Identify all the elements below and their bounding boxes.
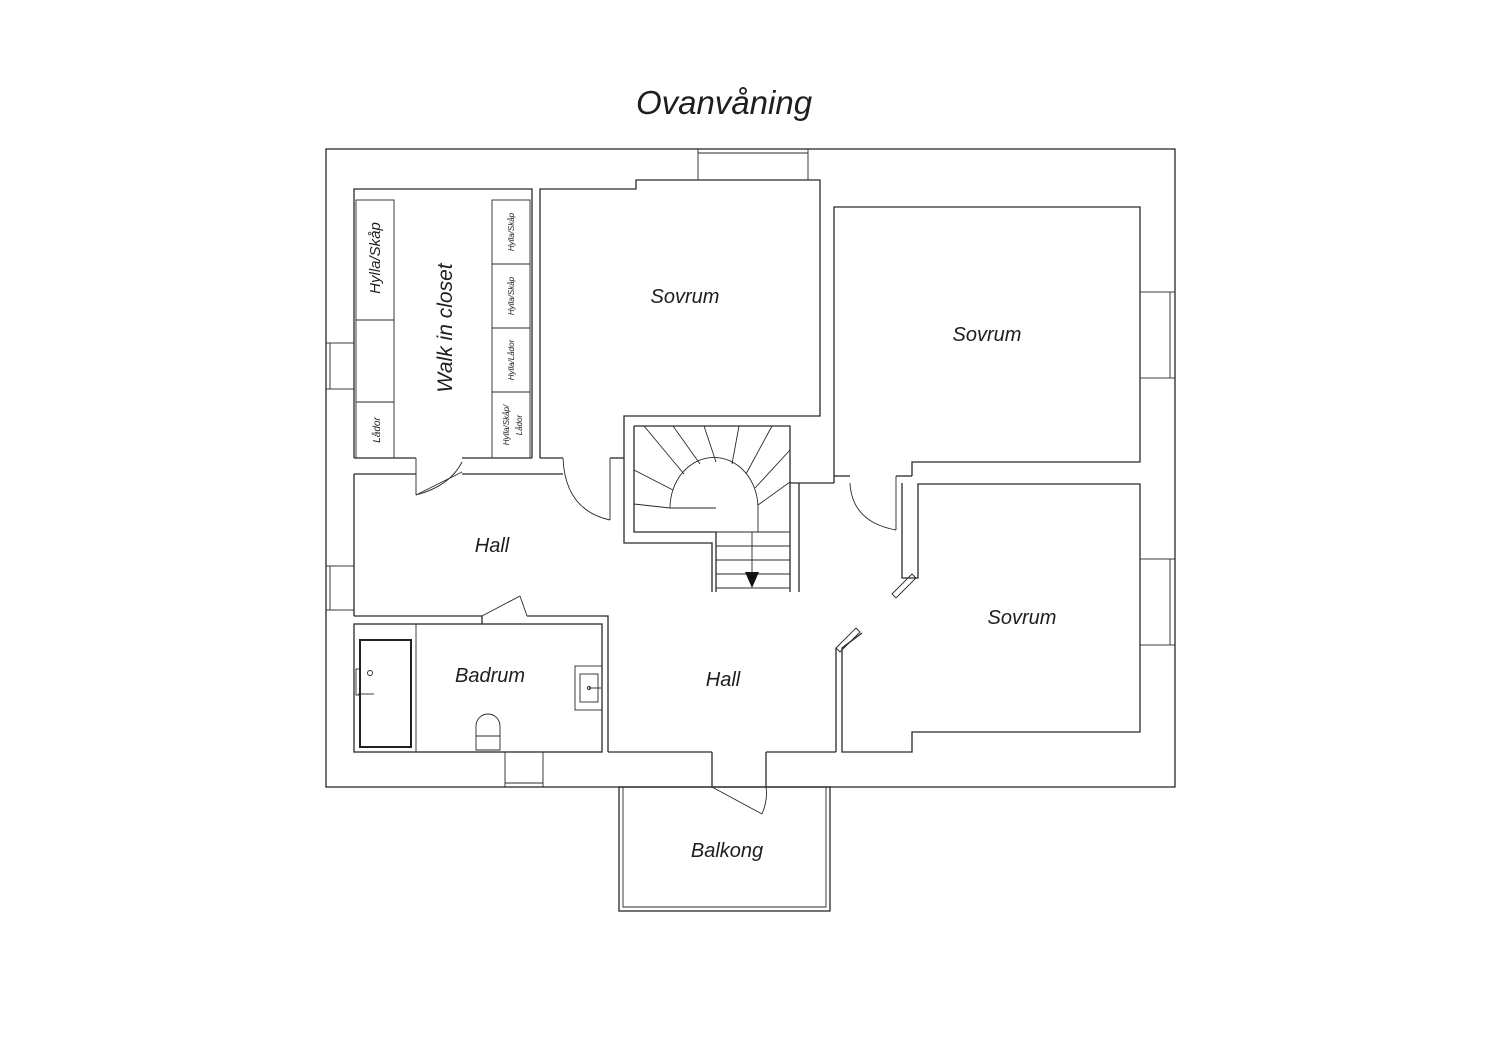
storage-right-3: Hylla/Lådor bbox=[507, 339, 516, 380]
storage-right-4-line1: Hylla/Skåp/ bbox=[502, 404, 511, 445]
bathroom-walls bbox=[353, 623, 603, 753]
staircase bbox=[633, 425, 834, 592]
balcony-label: Balkong bbox=[691, 840, 763, 862]
storage-right-1: Hylla/Skåp bbox=[507, 212, 516, 251]
toilet-icon bbox=[475, 713, 501, 751]
hall-1-label: Hall bbox=[475, 535, 510, 557]
bedroom-2-label: Sovrum bbox=[953, 324, 1022, 346]
walk-in-closet-label: Walk in closet bbox=[434, 262, 457, 392]
sink-icon bbox=[574, 665, 603, 711]
storage-left-bottom: Lådor bbox=[371, 417, 383, 443]
window-top bbox=[697, 148, 809, 181]
bathroom-label: Badrum bbox=[455, 665, 525, 687]
shower-icon bbox=[359, 639, 412, 748]
storage-right-2: Hylla/Skåp bbox=[507, 276, 516, 315]
bedroom-3-walls bbox=[835, 483, 1141, 753]
bedroom-1-walls bbox=[539, 179, 821, 592]
plan-title: Ovanvåning bbox=[636, 84, 813, 121]
hall-2-label: Hall bbox=[706, 669, 741, 691]
balcony bbox=[618, 786, 831, 912]
storage-left-top: Hylla/Skåp bbox=[367, 222, 384, 294]
building-outline bbox=[325, 148, 1176, 788]
window-right-upper bbox=[1139, 291, 1176, 379]
window-bottom-bathroom bbox=[504, 751, 544, 788]
hall-2-walls bbox=[608, 751, 836, 815]
window-right-lower bbox=[1139, 558, 1176, 646]
window-left-upper bbox=[325, 342, 355, 390]
walk-in-closet bbox=[353, 188, 533, 496]
bedroom-2-walls bbox=[833, 206, 1141, 531]
hall-1-walls bbox=[353, 473, 609, 752]
bedroom-3-label: Sovrum bbox=[988, 607, 1057, 629]
bedroom-1-label: Sovrum bbox=[651, 286, 720, 308]
stair-arrow-icon bbox=[745, 572, 759, 588]
window-left-lower bbox=[325, 565, 355, 611]
storage-right-4-line2: Lådor bbox=[515, 414, 524, 435]
